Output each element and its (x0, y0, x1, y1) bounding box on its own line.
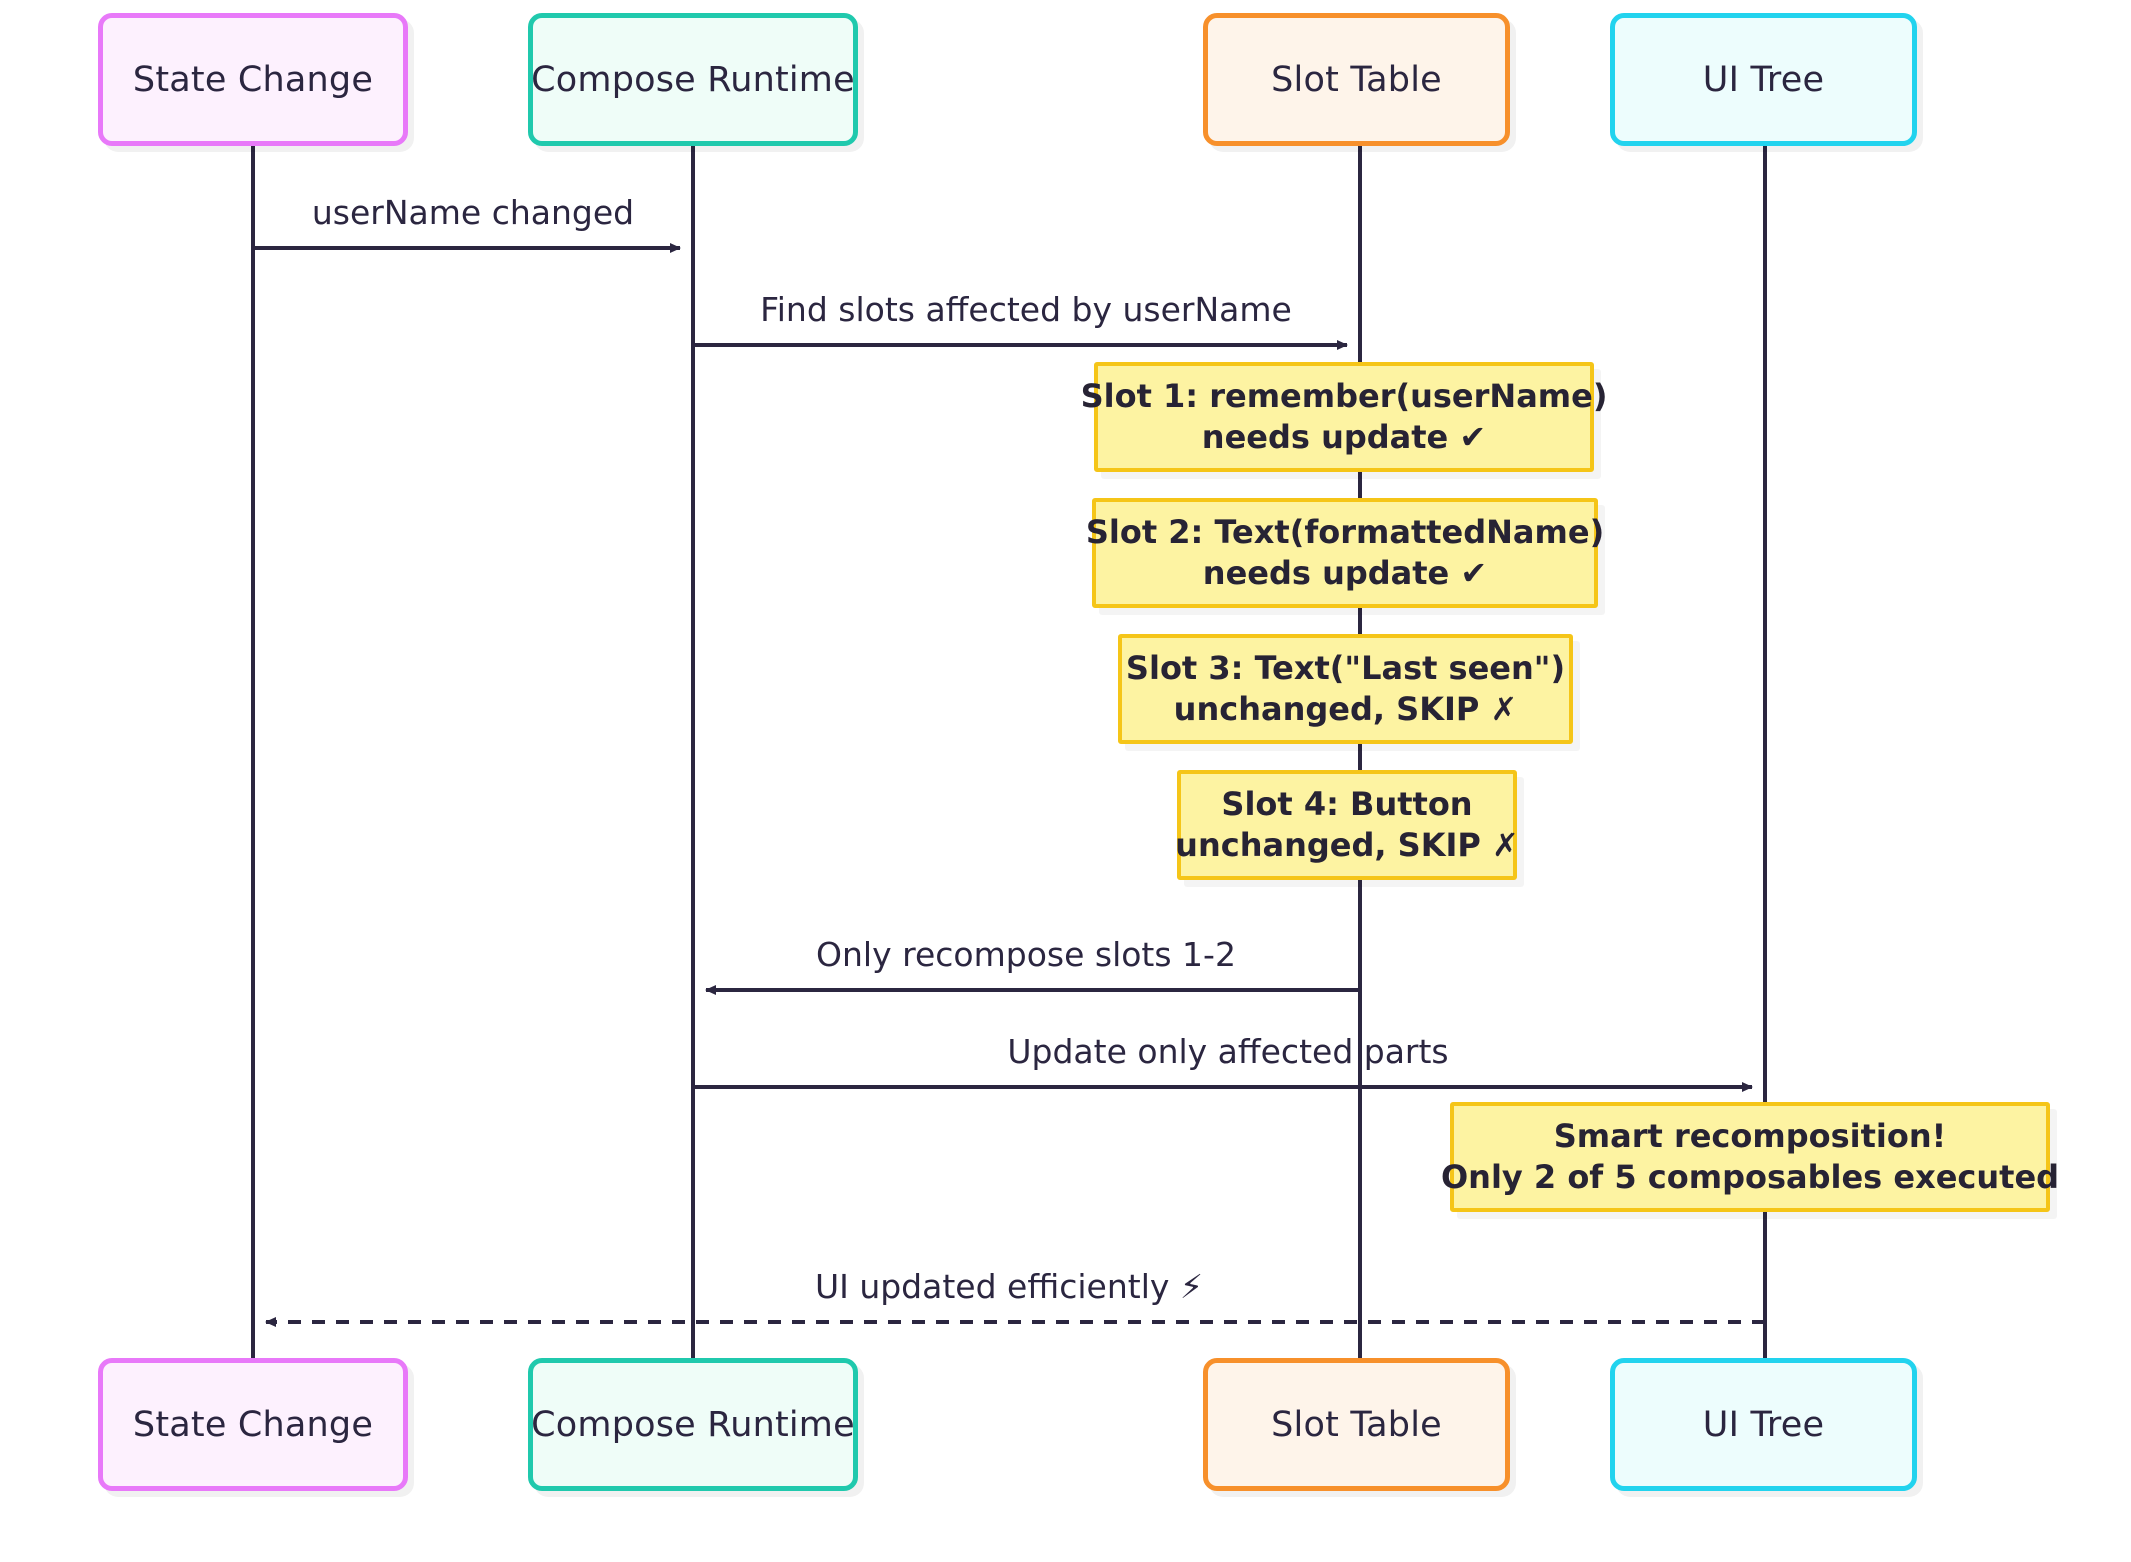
note-slot-3[interactable]: Slot 3: Text("Last seen")unchanged, SKIP… (1118, 634, 1573, 744)
actor-label-compose-runtime: Compose Runtime (531, 59, 855, 100)
actor-label-state-change: State Change (132, 59, 374, 100)
note-smart-recomposition[interactable]: Smart recomposition!Only 2 of 5 composab… (1441, 1102, 2059, 1212)
actor-label-compose-runtime: Compose Runtime (531, 1404, 855, 1445)
note-slot-4-line-1: Slot 4: Button (1221, 785, 1473, 824)
note-smart-recomposition-line-1: Smart recomposition! (1553, 1117, 1947, 1156)
actor-label-slot-table: Slot Table (1271, 59, 1442, 100)
note-slot-3-line-1: Slot 3: Text("Last seen") (1125, 649, 1566, 688)
messages-group (253, 243, 1765, 1327)
actor-box-compose-runtime-bottom[interactable]: Compose Runtime (528, 1358, 858, 1491)
msg-username-changed-label: userName changed (311, 193, 635, 232)
note-slot-3-line-2: unchanged, SKIP ✗ (1173, 690, 1518, 728)
actor-box-slot-table-top[interactable]: Slot Table (1203, 13, 1510, 146)
actor-label-ui-tree: UI Tree (1702, 59, 1825, 100)
msg-update-affected-label: Update only affected parts (1007, 1032, 1449, 1071)
actor-box-ui-tree-top[interactable]: UI Tree (1610, 13, 1917, 146)
note-slot-1[interactable]: Slot 1: remember(userName)needs update ✔ (1081, 362, 1607, 472)
msg-ui-updated-label: UI updated efficiently ⚡ (814, 1267, 1204, 1306)
actor-box-state-change-top[interactable]: State Change (98, 13, 408, 146)
actor-label-state-change: State Change (132, 1404, 374, 1445)
note-slot-1-line-2: needs update ✔ (1201, 418, 1487, 456)
actor-label-ui-tree: UI Tree (1702, 1404, 1825, 1445)
actor-box-ui-tree-bottom[interactable]: UI Tree (1610, 1358, 1917, 1491)
note-slot-2[interactable]: Slot 2: Text(formattedName)needs update … (1086, 498, 1604, 608)
actor-box-state-change-bottom[interactable]: State Change (98, 1358, 408, 1491)
note-smart-recomposition-line-2: Only 2 of 5 composables executed (1440, 1158, 2060, 1196)
actor-box-slot-table-bottom[interactable]: Slot Table (1203, 1358, 1510, 1491)
actor-label-slot-table: Slot Table (1271, 1404, 1442, 1445)
note-slot-4-line-2: unchanged, SKIP ✗ (1175, 826, 1519, 864)
note-slot-2-line-1: Slot 2: Text(formattedName) (1085, 513, 1605, 552)
note-slot-2-line-2: needs update ✔ (1202, 554, 1488, 592)
actor-box-compose-runtime-top[interactable]: Compose Runtime (528, 13, 858, 146)
note-slot-1-line-1: Slot 1: remember(userName) (1080, 377, 1608, 416)
msg-find-slots-label: Find slots affected by userName (760, 290, 1292, 329)
msg-only-recompose-label: Only recompose slots 1-2 (816, 935, 1236, 974)
